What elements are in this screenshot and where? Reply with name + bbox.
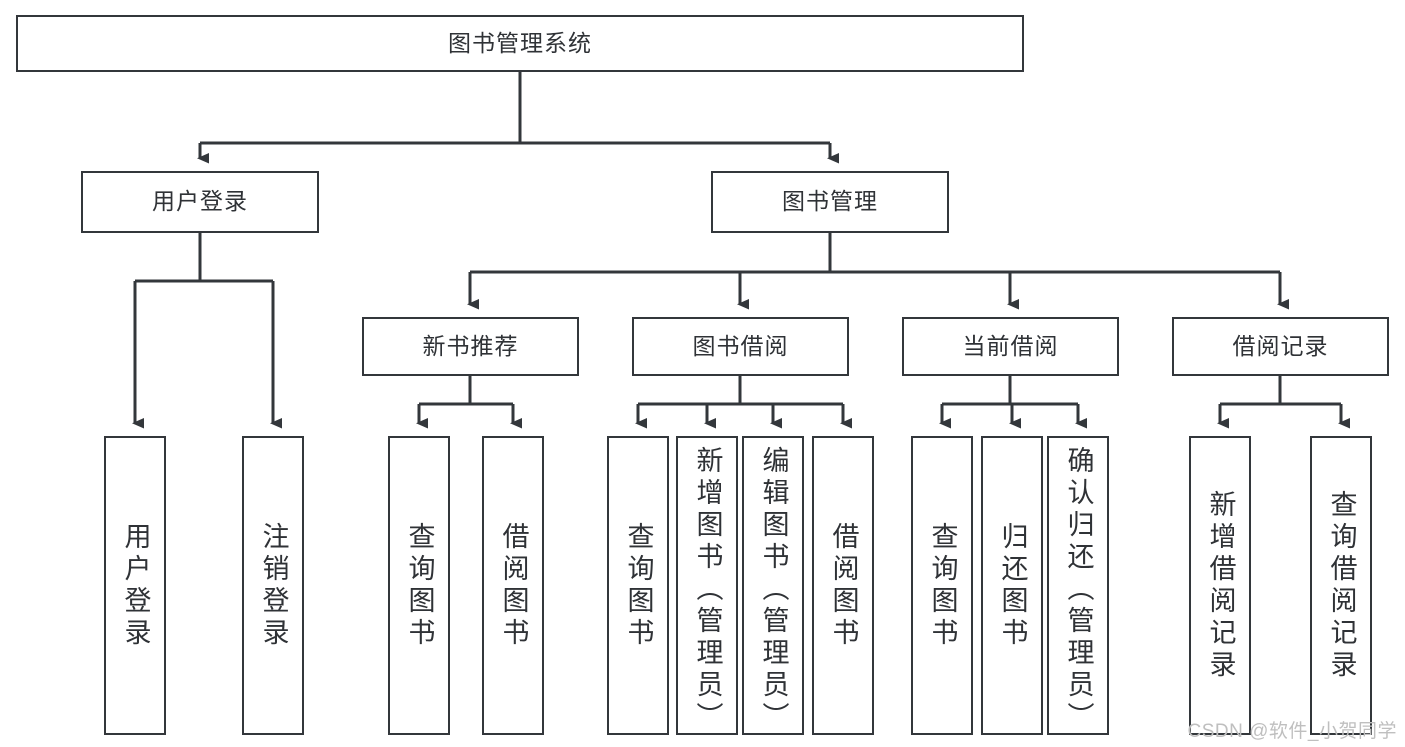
node-book-borrow[interactable]: 图书借阅 <box>632 317 849 376</box>
node-leaf-add-book[interactable]: 新增图书（管理员） <box>676 436 738 735</box>
node-root-label: 图书管理系统 <box>448 29 592 56</box>
node-leaf-query-book-rec[interactable]: 查询图书 <box>388 436 450 735</box>
node-leaf-add-book-label: 新增图书（管理员） <box>692 446 723 734</box>
node-leaf-query-record[interactable]: 查询借阅记录 <box>1310 436 1372 735</box>
node-current-borrow[interactable]: 当前借阅 <box>902 317 1119 376</box>
node-leaf-borrow-book-rec-label: 借阅图书 <box>498 521 529 650</box>
watermark: CSDN @软件_小贺同学 <box>1187 721 1397 742</box>
node-leaf-add-record-label: 新增借阅记录 <box>1205 489 1236 682</box>
node-leaf-borrow-book-rec[interactable]: 借阅图书 <box>482 436 544 735</box>
node-leaf-query-book-bb-label: 查询图书 <box>623 521 654 650</box>
node-leaf-edit-book[interactable]: 编辑图书（管理员） <box>742 436 804 735</box>
node-leaf-add-record[interactable]: 新增借阅记录 <box>1189 436 1251 735</box>
node-root[interactable]: 图书管理系统 <box>16 15 1024 72</box>
node-leaf-return-book-label: 归还图书 <box>997 521 1028 650</box>
node-user-login-label: 用户登录 <box>152 188 248 215</box>
node-leaf-edit-book-label: 编辑图书（管理员） <box>758 446 789 734</box>
node-book-manage-label: 图书管理 <box>782 188 878 215</box>
node-leaf-query-book-bb[interactable]: 查询图书 <box>607 436 669 735</box>
node-borrow-record[interactable]: 借阅记录 <box>1172 317 1389 376</box>
node-current-borrow-label: 当前借阅 <box>962 332 1059 359</box>
node-new-book-recommend-label: 新书推荐 <box>422 332 519 359</box>
node-leaf-borrow-book-bb[interactable]: 借阅图书 <box>812 436 874 735</box>
node-leaf-confirm-return-label: 确认归还（管理员） <box>1063 446 1094 734</box>
node-borrow-record-label: 借阅记录 <box>1232 332 1329 359</box>
node-new-book-recommend[interactable]: 新书推荐 <box>362 317 579 376</box>
node-leaf-user-login-label: 用户登录 <box>120 521 151 650</box>
node-leaf-borrow-book-bb-label: 借阅图书 <box>828 521 859 650</box>
node-leaf-query-book-cb-label: 查询图书 <box>927 521 958 650</box>
node-leaf-user-login[interactable]: 用户登录 <box>104 436 166 735</box>
node-user-login[interactable]: 用户登录 <box>81 171 319 233</box>
node-leaf-query-book-rec-label: 查询图书 <box>404 521 435 650</box>
node-book-manage[interactable]: 图书管理 <box>711 171 949 233</box>
node-leaf-query-book-cb[interactable]: 查询图书 <box>911 436 973 735</box>
node-leaf-query-record-label: 查询借阅记录 <box>1326 489 1357 682</box>
node-leaf-return-book[interactable]: 归还图书 <box>981 436 1043 735</box>
node-leaf-logout-label: 注销登录 <box>258 521 289 650</box>
node-leaf-logout[interactable]: 注销登录 <box>242 436 304 735</box>
node-book-borrow-label: 图书借阅 <box>692 332 789 359</box>
node-leaf-confirm-return[interactable]: 确认归还（管理员） <box>1047 436 1109 735</box>
